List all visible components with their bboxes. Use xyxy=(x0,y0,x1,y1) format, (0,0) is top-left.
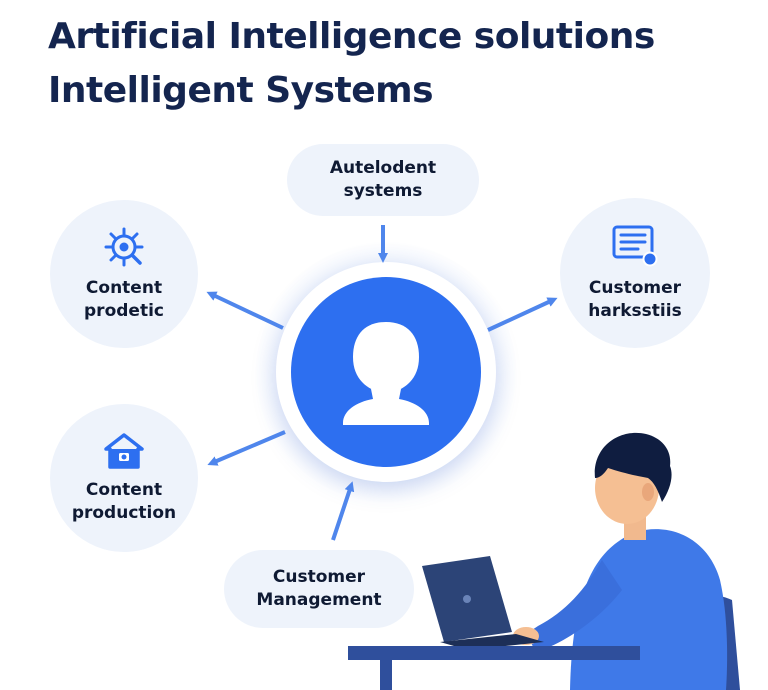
title-line-1: Artificial Intelligence solutions xyxy=(48,16,655,57)
user-avatar-icon xyxy=(343,322,429,425)
hub-circle xyxy=(291,277,481,467)
node-autelodent-systems: Autelodent systems xyxy=(287,144,479,216)
desk-leg xyxy=(380,660,392,690)
house-icon xyxy=(104,433,144,469)
laptop-logo xyxy=(463,595,471,603)
node-left-top-line-1: Content xyxy=(85,278,163,298)
gear-target-icon xyxy=(104,227,144,267)
node-right-line-1: Customer xyxy=(588,278,682,298)
person-hair xyxy=(594,432,672,502)
person-arm xyxy=(526,560,622,652)
node-content-prodetic: Content prodetic xyxy=(50,200,198,348)
node-content-production: Content production xyxy=(50,404,198,552)
arrow-left-top xyxy=(206,291,284,330)
node-right-line-2: harksstiis xyxy=(588,301,682,321)
arrow-bottom xyxy=(331,481,355,541)
node-left-bottom-line-2: production xyxy=(71,503,177,523)
arrow-left-bottom xyxy=(207,430,286,466)
desk-top xyxy=(348,646,640,660)
node-top-line-2: systems xyxy=(343,181,423,201)
person-ear xyxy=(642,483,654,501)
page-title: Artificial Intelligence solutions Intell… xyxy=(48,10,655,118)
node-left-bottom-line-1: Content xyxy=(85,480,163,500)
arrow-right xyxy=(487,297,558,332)
node-bottom-line-2: Management xyxy=(256,590,382,610)
title-line-2: Intelligent Systems xyxy=(48,70,434,111)
node-top-line-1: Autelodent xyxy=(329,158,437,178)
node-left-top-line-2: prodetic xyxy=(84,301,164,321)
person-at-laptop-illustration xyxy=(348,432,740,690)
node-customer-management: Customer Management xyxy=(224,550,414,628)
document-icon xyxy=(612,225,658,267)
node-customer-harksstiis: Customer harksstiis xyxy=(560,198,710,348)
node-bottom-line-1: Customer xyxy=(272,567,366,587)
